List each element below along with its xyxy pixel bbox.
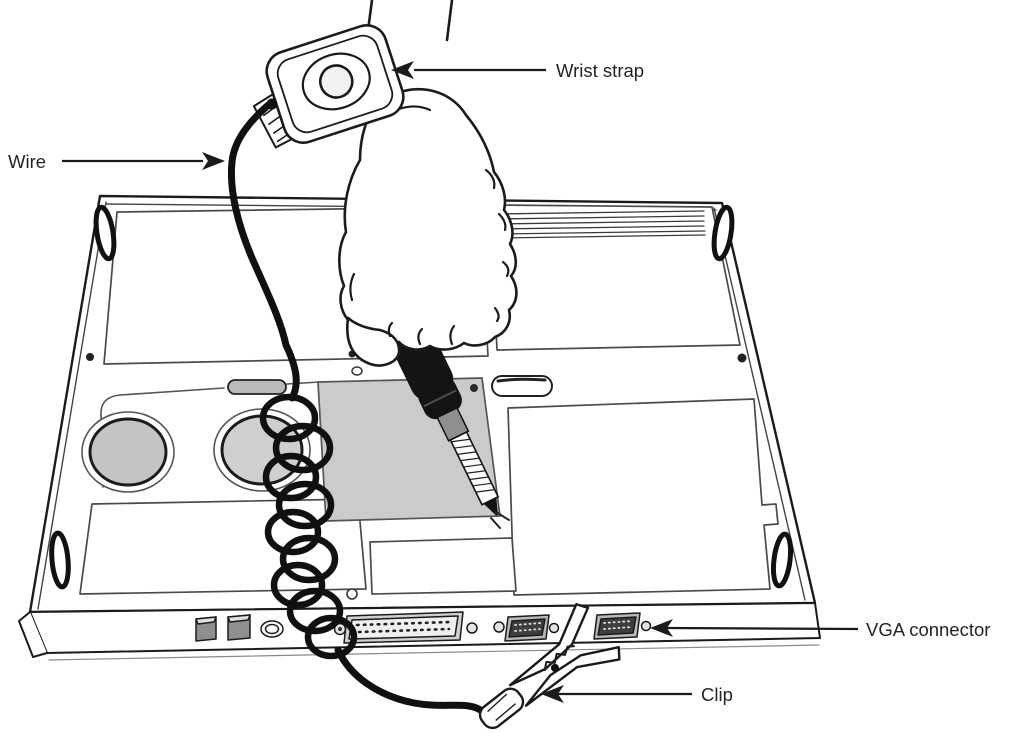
circle-tray-outline [100, 381, 321, 488]
ground-wire [227, 98, 487, 716]
callout-wire: Wire [8, 151, 225, 172]
arrowhead-icon [650, 619, 673, 637]
callout-label-wrist-strap: Wrist strap [556, 60, 644, 81]
strap-stud [318, 64, 354, 99]
pill-slot-upper [227, 379, 287, 395]
fist [338, 88, 518, 351]
callout-label-clip: Clip [701, 684, 733, 705]
slot-top-left [93, 204, 117, 262]
clip-sleeve [478, 687, 525, 730]
jack-screw [493, 621, 505, 633]
jack-screw [640, 620, 652, 632]
arrowhead-icon [541, 685, 564, 703]
callout-vga-connector: VGA connector [650, 619, 990, 640]
slot-top-right [711, 204, 735, 262]
arrowhead-icon [202, 152, 225, 170]
screwdriver-tip [483, 497, 498, 516]
port-row [195, 611, 652, 644]
serial-connector [504, 614, 550, 642]
vent-lines [495, 210, 706, 239]
callout-label-vga-connector: VGA connector [866, 619, 990, 640]
panel-right [507, 398, 779, 596]
vga-connector-port [593, 612, 641, 640]
screw-hole [737, 353, 747, 363]
callout-wrist-strap: Wrist strap [391, 60, 644, 81]
callout-line [666, 626, 859, 631]
jack-screw [548, 622, 560, 634]
wire-upper [227, 98, 300, 402]
alligator-clip [478, 603, 621, 730]
arrowhead-icon [391, 61, 414, 79]
screw-hole [86, 353, 94, 361]
callout-clip: Clip [541, 684, 733, 705]
coiled-wire [259, 393, 358, 660]
round-grille-left [81, 411, 175, 493]
wire-tail [334, 646, 487, 716]
callout-label-wire: Wire [8, 151, 46, 172]
clip-pivot [550, 663, 559, 672]
knuckle-lines [349, 105, 510, 346]
screw-hole [346, 588, 358, 600]
slot-bottom-left [49, 530, 71, 590]
panel-bottom-center [369, 537, 517, 595]
hand [338, 0, 518, 367]
jack-screw [466, 622, 478, 634]
clip-teeth [543, 645, 575, 672]
thumb [346, 316, 401, 367]
slot-bottom-right [770, 531, 794, 589]
parallel-port [343, 611, 464, 644]
clip-lower-jaw [524, 646, 621, 707]
